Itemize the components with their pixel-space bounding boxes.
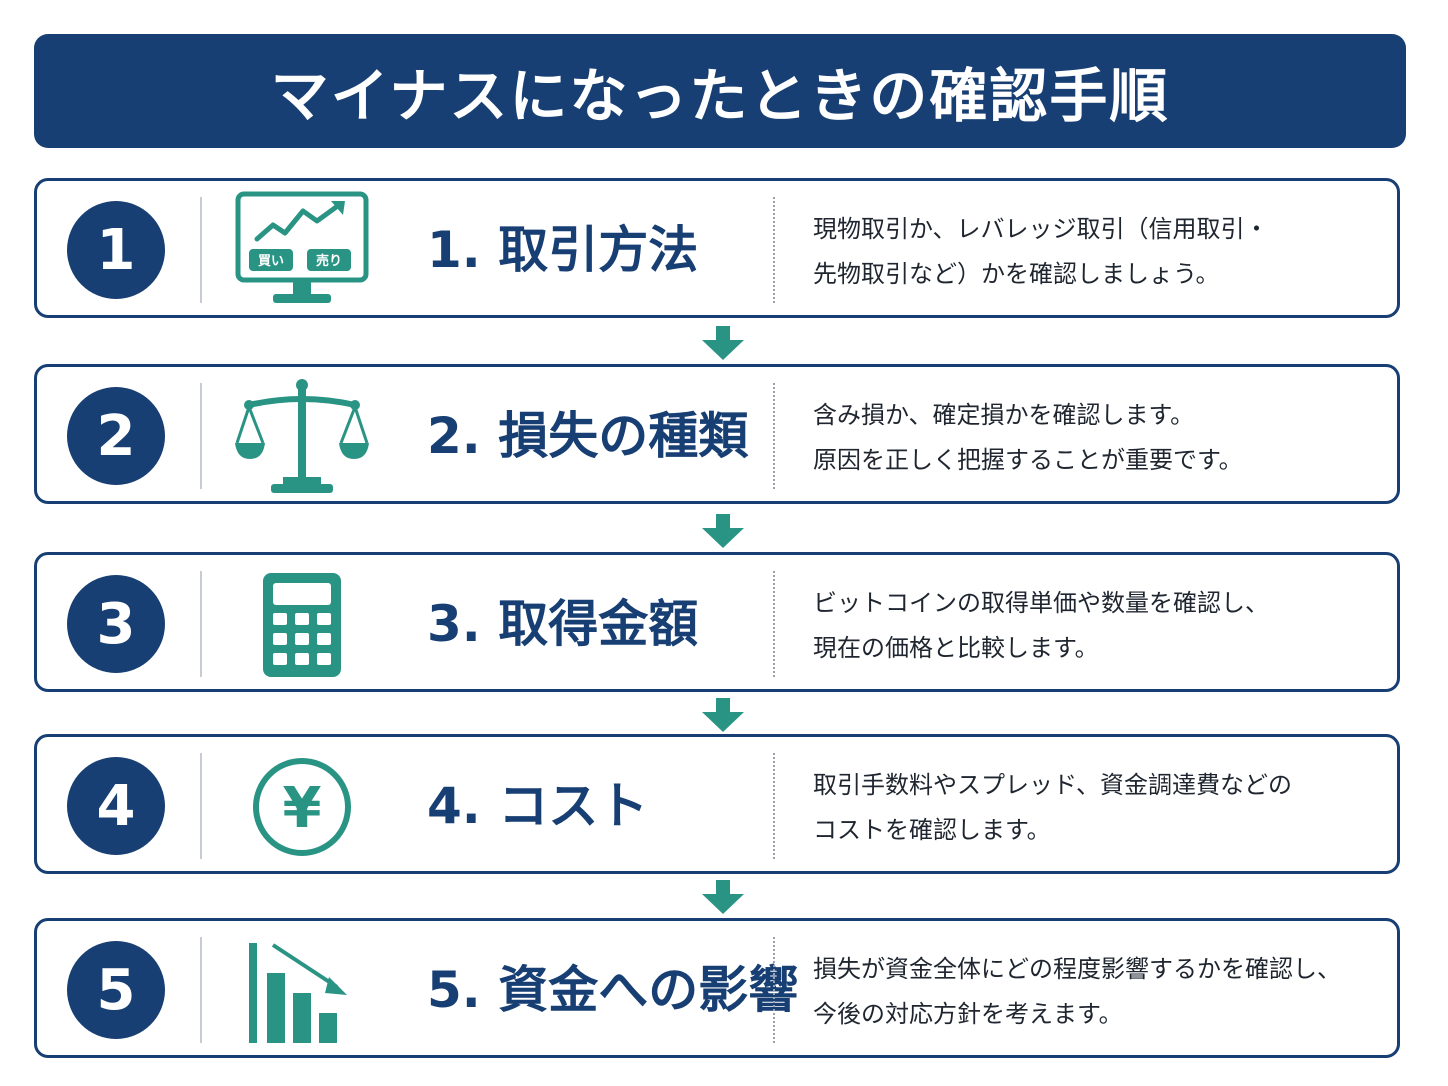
dotted-divider [773, 197, 775, 303]
step-number-badge: 2 [67, 387, 165, 485]
step-number-badge: 1 [67, 201, 165, 299]
declining-bar-chart-icon [235, 931, 369, 1049]
step-card-4: 4 ¥ 4. コスト 取引手数料やスプレッド、資金調達費などの コストを確認しま… [34, 734, 1400, 874]
yen-symbol: ¥ [283, 776, 322, 841]
description-line: 含み損か、確定損かを確認します。 [813, 401, 1195, 429]
step-card-1: 1 買い 売り 1. 取引方法 現物取引か、レバレッジ取引（信用取引・ 先物取引… [34, 178, 1400, 318]
step-card-5: 5 5. 資金への影響 損失が資金全体にどの程度影響するかを確認し、 今後の対応… [34, 918, 1400, 1058]
divider [200, 197, 202, 303]
sell-label: 売り [316, 253, 342, 269]
page-title: マイナスになったときの確認手順 [270, 62, 1170, 130]
divider [200, 571, 202, 677]
step-card-2: 2 2. 損失の種類 含み損か、確定損かを確認します。 原因を正しく把握すること… [34, 364, 1400, 504]
trading-monitor-icon: 買い 売り [235, 191, 369, 309]
divider [200, 383, 202, 489]
description-line: 原因を正しく把握することが重要です。 [813, 446, 1243, 474]
down-arrow-icon [702, 326, 744, 360]
step-title: 5. 資金への影響 [427, 961, 799, 1019]
divider [200, 753, 202, 859]
step-description: 取引手数料やスプレッド、資金調達費などの コストを確認します。 [813, 763, 1383, 853]
balance-scale-icon [235, 377, 369, 495]
step-description: 損失が資金全体にどの程度影響するかを確認し、 今後の対応方針を考えます。 [813, 947, 1383, 1037]
down-arrow-icon [702, 698, 744, 732]
description-line: 損失が資金全体にどの程度影響するかを確認し、 [813, 955, 1341, 983]
step-title: 3. 取得金額 [427, 595, 699, 653]
description-line: 現在の価格と比較します。 [813, 634, 1099, 662]
calculator-icon [235, 565, 369, 683]
description-line: 取引手数料やスプレッド、資金調達費などの [813, 771, 1293, 799]
dotted-divider [773, 571, 775, 677]
down-arrow-icon [702, 514, 744, 548]
step-description: 含み損か、確定損かを確認します。 原因を正しく把握することが重要です。 [813, 393, 1383, 483]
description-line: 今後の対応方針を考えます。 [813, 1000, 1123, 1028]
dotted-divider [773, 383, 775, 489]
step-number-badge: 5 [67, 941, 165, 1039]
step-title: 1. 取引方法 [427, 221, 699, 279]
yen-coin-icon: ¥ [235, 747, 369, 865]
down-arrow-icon [702, 880, 744, 914]
description-line: ビットコインの取得単価や数量を確認し、 [813, 589, 1269, 617]
title-banner: マイナスになったときの確認手順 [34, 34, 1406, 148]
step-description: ビットコインの取得単価や数量を確認し、 現在の価格と比較します。 [813, 581, 1383, 671]
step-description: 現物取引か、レバレッジ取引（信用取引・ 先物取引など）かを確認しましょう。 [813, 207, 1383, 297]
divider [200, 937, 202, 1043]
step-card-3: 3 3. 取得金額 ビットコインの取得単価や数量を確認し、 現在の価格と比較しま… [34, 552, 1400, 692]
buy-label: 買い [258, 254, 284, 269]
step-title: 2. 損失の種類 [427, 407, 749, 465]
dotted-divider [773, 753, 775, 859]
step-number-badge: 4 [67, 757, 165, 855]
description-line: 先物取引など）かを確認しましょう。 [813, 260, 1220, 288]
step-number-badge: 3 [67, 575, 165, 673]
description-line: 現物取引か、レバレッジ取引（信用取引・ [813, 215, 1269, 243]
description-line: コストを確認します。 [813, 816, 1051, 844]
dotted-divider [773, 937, 775, 1043]
step-title: 4. コスト [427, 777, 649, 835]
